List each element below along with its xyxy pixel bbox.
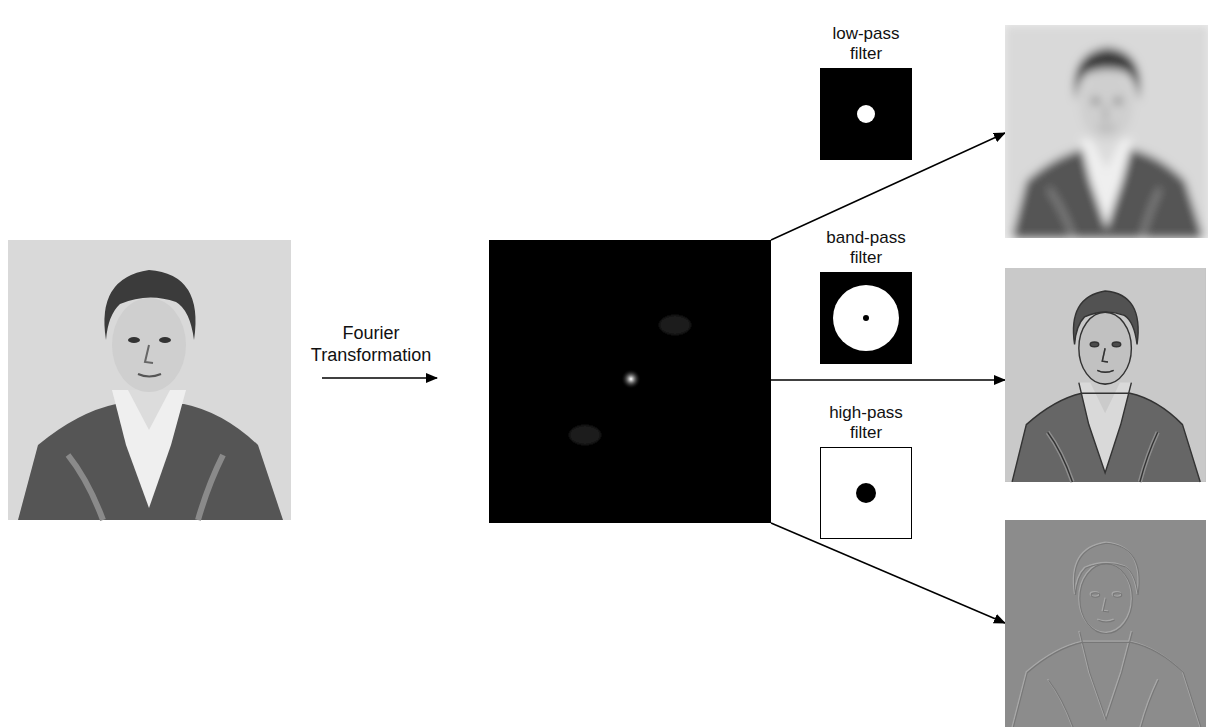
filter-mask [820, 68, 912, 160]
transform-arrow [322, 377, 437, 379]
bandpass-image [1005, 268, 1206, 482]
filter-node: band-pass filter [800, 228, 932, 364]
output-arrow [771, 379, 1005, 381]
filter-mask [820, 447, 912, 539]
filter-node: high-pass filter [800, 403, 932, 539]
filter-node: low-pass filter [800, 24, 932, 160]
spectrum-image [489, 240, 771, 523]
portrait-image [8, 240, 291, 520]
filter-heading: high-pass filter [818, 403, 914, 443]
lowpass-image [1005, 25, 1208, 238]
filter-heading: band-pass filter [818, 228, 914, 268]
arrow-label: Fourier Transformation [296, 322, 446, 366]
filter-mask [820, 272, 912, 364]
highpass-image [1005, 520, 1206, 727]
filter-heading: low-pass filter [818, 24, 914, 64]
